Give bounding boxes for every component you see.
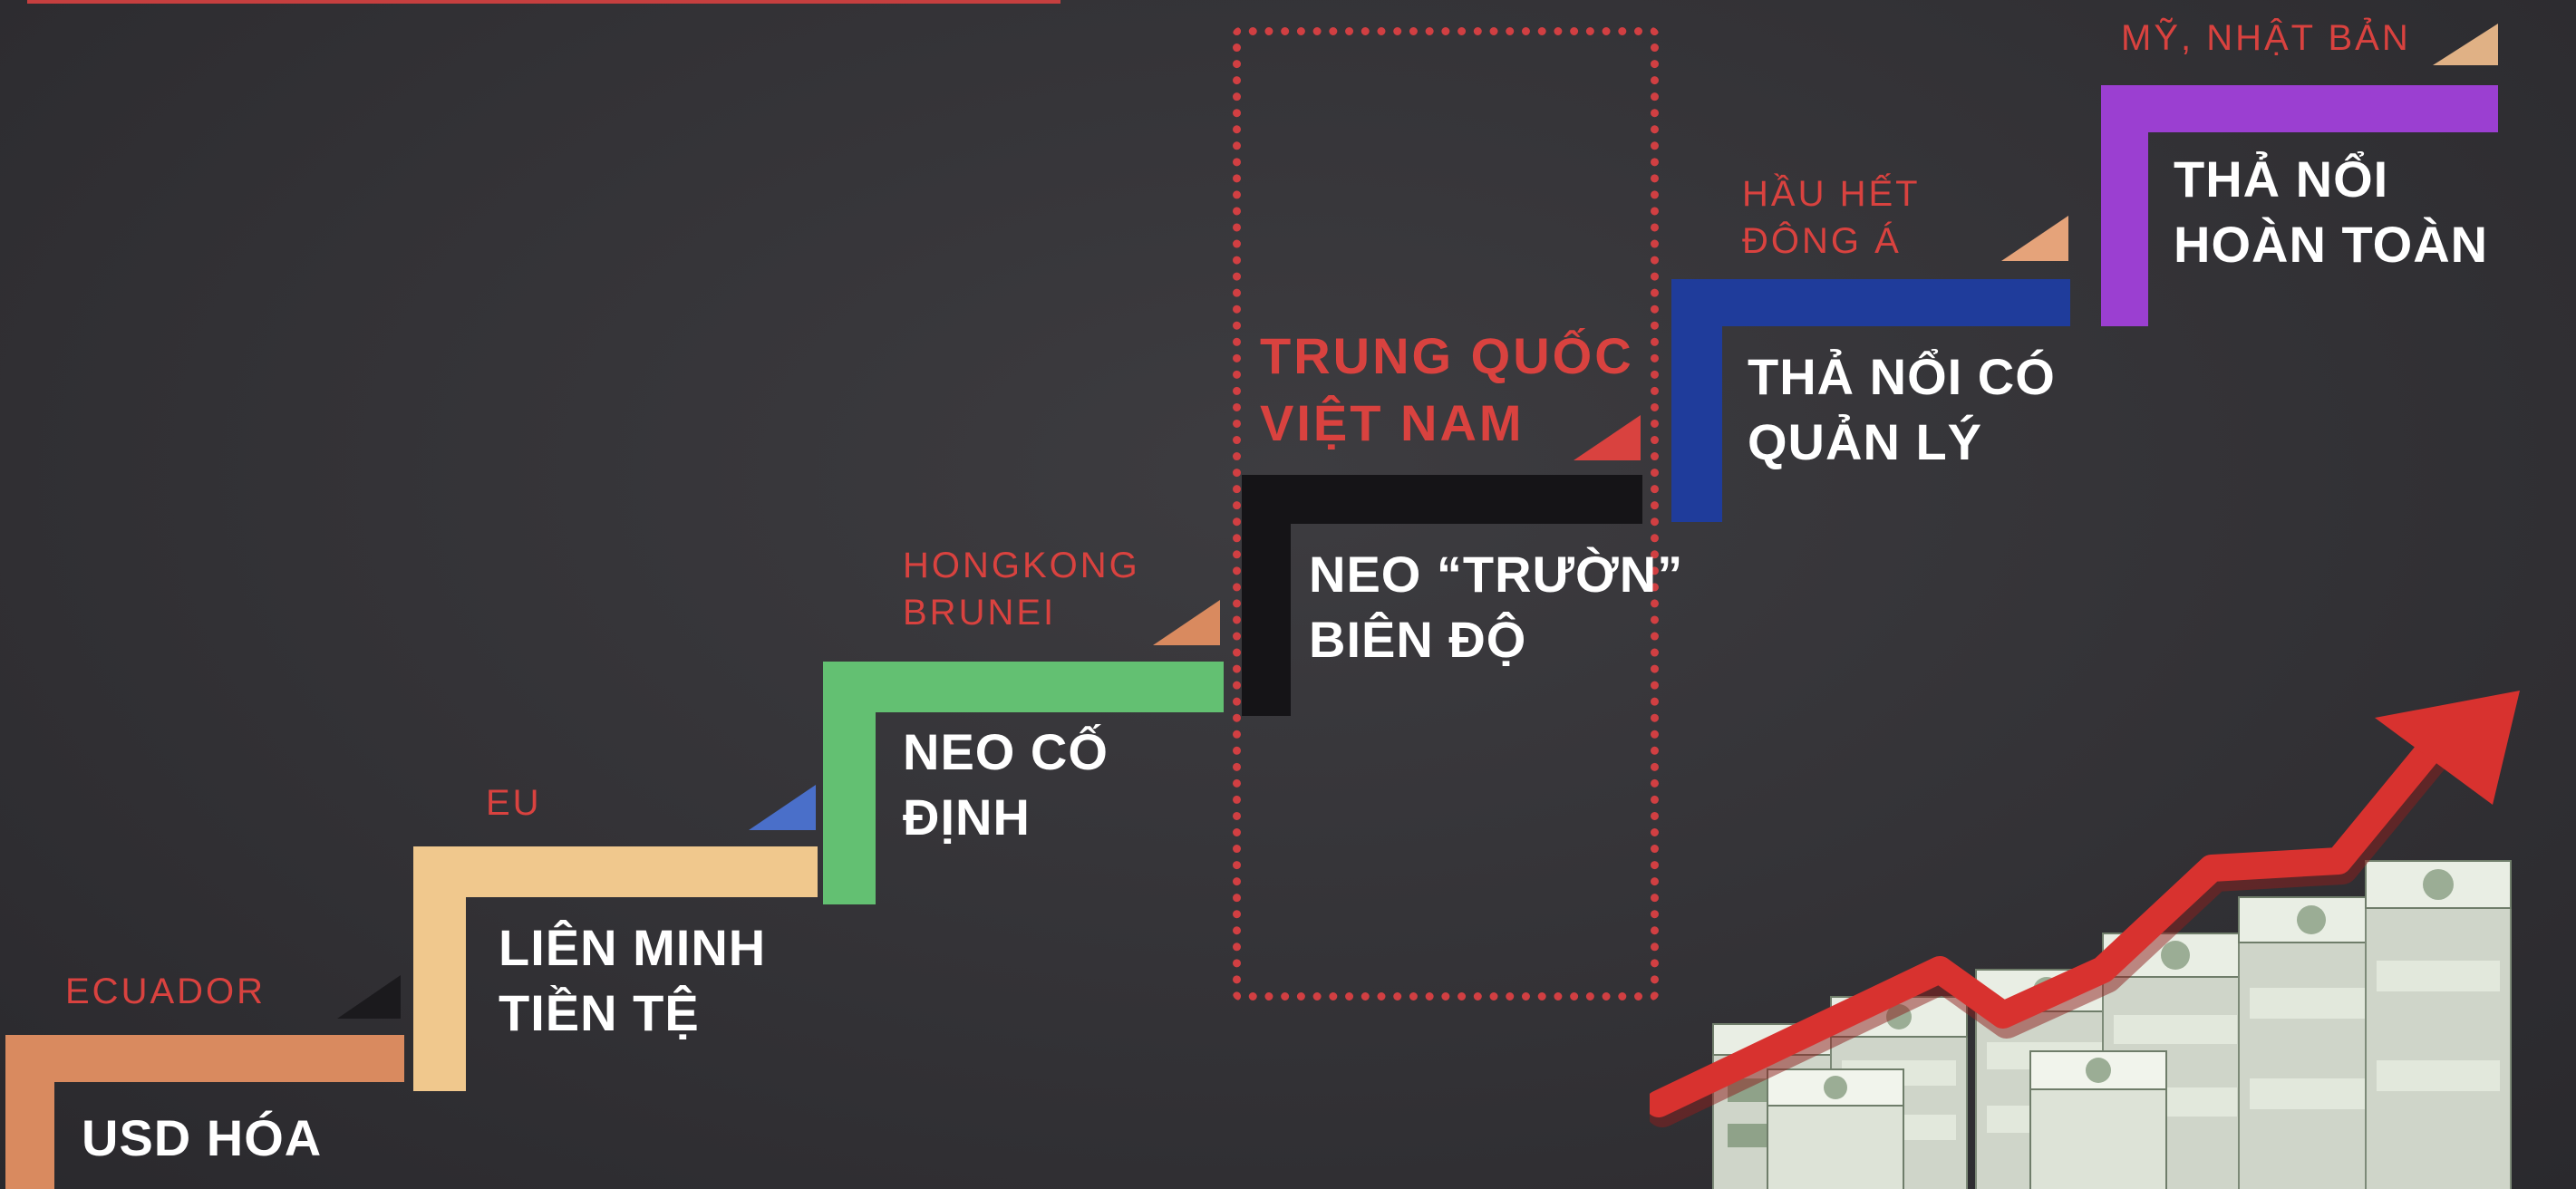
step-managed-float-country: HẦU HẾT ĐÔNG Á	[1742, 174, 1921, 261]
top-accent-strip	[27, 0, 1060, 4]
step-managed-float-corner	[2001, 216, 2068, 261]
step-usd-corner	[337, 975, 401, 1019]
highlight-box	[1233, 27, 1659, 1000]
growth-arrow-icon	[1650, 691, 2520, 1127]
step-fixed-peg-corner	[1153, 600, 1220, 645]
step-currency-union-country: EU	[486, 783, 542, 823]
step-free-float-tread	[2101, 85, 2498, 132]
step-free-float-corner	[2433, 24, 2498, 65]
step-managed-float-tread	[1671, 279, 2070, 326]
step-fixed-peg-country: HONGKONG BRUNEI	[903, 546, 1140, 633]
step-fixed-peg-tread	[823, 662, 1224, 712]
step-crawling-peg-tread	[1242, 475, 1642, 524]
step-currency-union-label: LIÊN MINH TIỀN TỆ	[499, 919, 767, 1041]
step-free-float-country: MỸ, NHẬT BẢN	[2121, 18, 2411, 58]
step-managed-float-label: THẢ NỔI CÓ QUẢN LÝ	[1748, 348, 2056, 470]
money-stack-icon	[1650, 691, 2520, 1189]
step-crawling-peg-corner	[1574, 415, 1641, 460]
step-usd-label: USD HÓA	[82, 1109, 323, 1166]
step-currency-union-tread	[413, 846, 818, 897]
step-currency-union-corner	[749, 785, 816, 830]
step-usd-tread	[5, 1035, 404, 1082]
step-usd-country: ECUADOR	[65, 972, 266, 1011]
step-crawling-peg-label: NEO “TRƯỜN” BIÊN ĐỘ	[1309, 546, 1684, 668]
step-fixed-peg-label: NEO CỐ ĐỊNH	[903, 723, 1109, 846]
step-crawling-peg-country: TRUNG QUỐC VIỆT NAM	[1260, 327, 1634, 451]
step-free-float-label: THẢ NỔI HOÀN TOÀN	[2174, 150, 2489, 273]
banknote-stacks	[1712, 860, 2512, 1189]
